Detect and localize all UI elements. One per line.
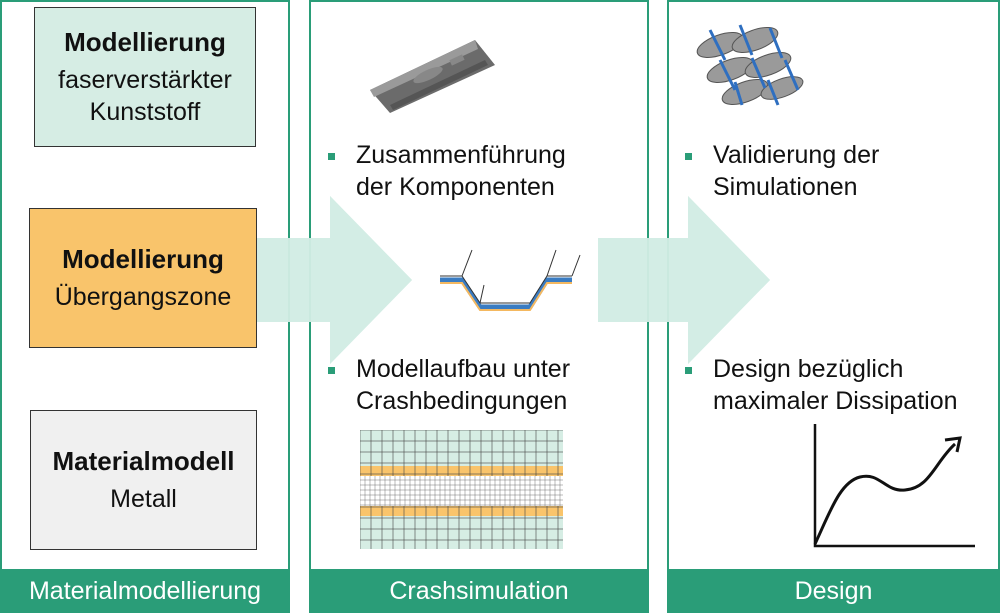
column-design: Design [667,0,1000,613]
box-line: faserverstärkter [58,66,232,94]
column-footer-3: Design [667,569,1000,613]
bullet-square [328,367,335,374]
bullet-line: maximaler Dissipation [713,387,958,415]
crash-component-image [370,40,495,113]
crash-bullet-2: Modellaufbau unter Crashbedingungen [328,353,571,417]
dissipation-curve-sketch [813,424,975,548]
bullet-line: Crashbedingungen [356,387,568,415]
fiber-structure-image [696,24,804,106]
hat-profile-icon [440,249,581,311]
box-modellierung-faser: Modellierung faserverstärkter Kunststoff [34,7,256,147]
crash-bullet-1: Zusammenführung der Komponenten [328,139,566,203]
box-line: Übergangszone [54,283,232,311]
box-materialmodell-metall: Materialmodell Metall [30,410,257,550]
bullet-line: Modellaufbau unter [356,355,571,383]
fe-mesh-image [360,430,563,549]
bullet-line: Design bezüglich [713,355,904,383]
box-modellierung-uebergang: Modellierung Übergangszone [29,208,257,348]
bullet-square [685,153,692,160]
design-bullet-1: Validierung der Simulationen [685,139,880,203]
box-line: Metall [110,485,177,513]
box-title: Materialmodell [52,446,235,476]
bullet-square [328,153,335,160]
box-title: Modellierung [62,244,224,274]
box-title: Modellierung [64,27,226,57]
bullet-line: Simulationen [713,173,858,201]
bullet-line: der Komponenten [356,173,555,201]
design-bullet-2: Design bezüglich maximaler Dissipation [685,353,958,417]
box-line: Kunststoff [89,98,201,126]
column-footer-2: Crashsimulation [309,569,649,613]
bullet-line: Zusammenführung [356,141,566,169]
bullet-square [685,367,692,374]
column-footer-1: Materialmodellierung [0,569,290,613]
bullet-line: Validierung der [713,141,880,169]
